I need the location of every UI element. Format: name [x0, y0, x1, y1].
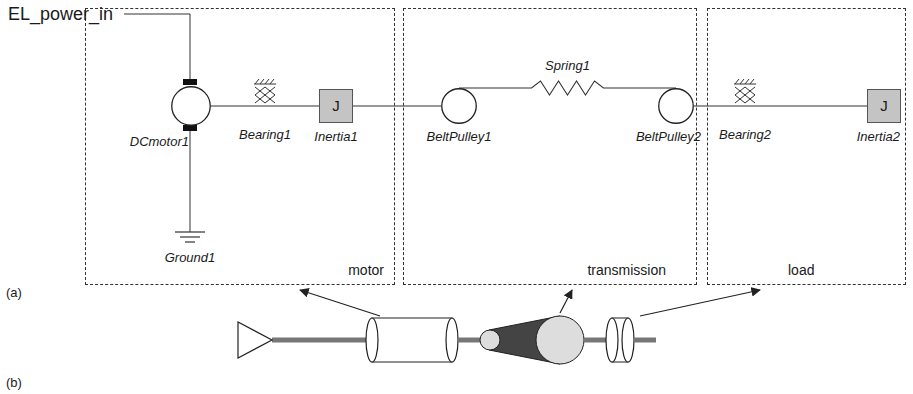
dc-motor-symbol: DCmotor1: [171, 86, 211, 126]
part-name: DCmotor1: [130, 135, 189, 150]
shaft: [272, 338, 368, 343]
group-box: JInertia2load: [707, 8, 906, 285]
inertia-symbol: J: [320, 90, 352, 122]
group-box: BeltPulley1 BeltPulley2 transmission: [403, 8, 697, 285]
part-name: Ground1: [165, 251, 216, 266]
pulley-symbol-outline: [441, 88, 477, 124]
dc-motor-symbol-outline: [171, 86, 211, 126]
motor-brush: [183, 125, 197, 131]
load-disk-end: [622, 318, 634, 362]
shaft: [634, 338, 656, 343]
motor-cylinder-end: [366, 318, 378, 362]
motor-cylinder: [372, 318, 452, 362]
inertia-box: JInertia2: [867, 89, 901, 123]
shaft-line: [353, 105, 441, 106]
pulley-symbol: BeltPulley2: [658, 88, 694, 124]
large-pulley: [536, 316, 584, 364]
part-name: BeltPulley2: [636, 130, 701, 145]
signal-name: EL_power_in: [8, 4, 113, 25]
bearing-symbol: [254, 79, 276, 103]
panel-letter: (a): [6, 286, 22, 301]
shaft-line: [694, 105, 867, 106]
part-name: Spring1: [543, 59, 592, 74]
physical-illustration: [238, 316, 656, 364]
pulley-symbol: [659, 89, 694, 124]
bearing-symbol: [734, 79, 756, 103]
load-disk-end: [606, 318, 618, 362]
shaft: [458, 338, 482, 343]
power-wire: [124, 14, 190, 80]
pointer-arrow: [640, 290, 760, 316]
small-pulley: [480, 330, 500, 350]
part-name: Inertia1: [314, 130, 357, 145]
group-box: DCmotor1JInertia1motor: [85, 8, 395, 285]
part-name: Bearing2: [719, 128, 771, 143]
amplifier-triangle: [238, 322, 272, 358]
pulley-symbol: BeltPulley1: [441, 88, 477, 124]
group-label: motor: [348, 262, 384, 278]
inertia-symbol: J: [868, 90, 900, 122]
group-label: transmission: [587, 262, 666, 278]
pulley-symbol-outline: [658, 88, 694, 124]
part-name: BeltPulley1: [426, 130, 491, 145]
part-name: Inertia2: [857, 130, 900, 145]
spring-connector: [459, 81, 676, 95]
group-label: load: [788, 262, 814, 278]
pointer-arrow: [560, 290, 572, 313]
ground-symbol: [175, 232, 205, 242]
dc-motor-symbol: [172, 87, 211, 126]
motor-brush: [183, 79, 197, 85]
inertia-box: JInertia1: [319, 89, 353, 123]
pointer-arrow: [300, 290, 380, 316]
ground-wire: [190, 131, 191, 232]
pulley-symbol: [442, 89, 477, 124]
motor-cylinder-end: [446, 318, 458, 362]
panel-letter: (b): [6, 376, 22, 391]
part-name: Bearing1: [239, 128, 291, 143]
shaft-line: [211, 105, 319, 106]
